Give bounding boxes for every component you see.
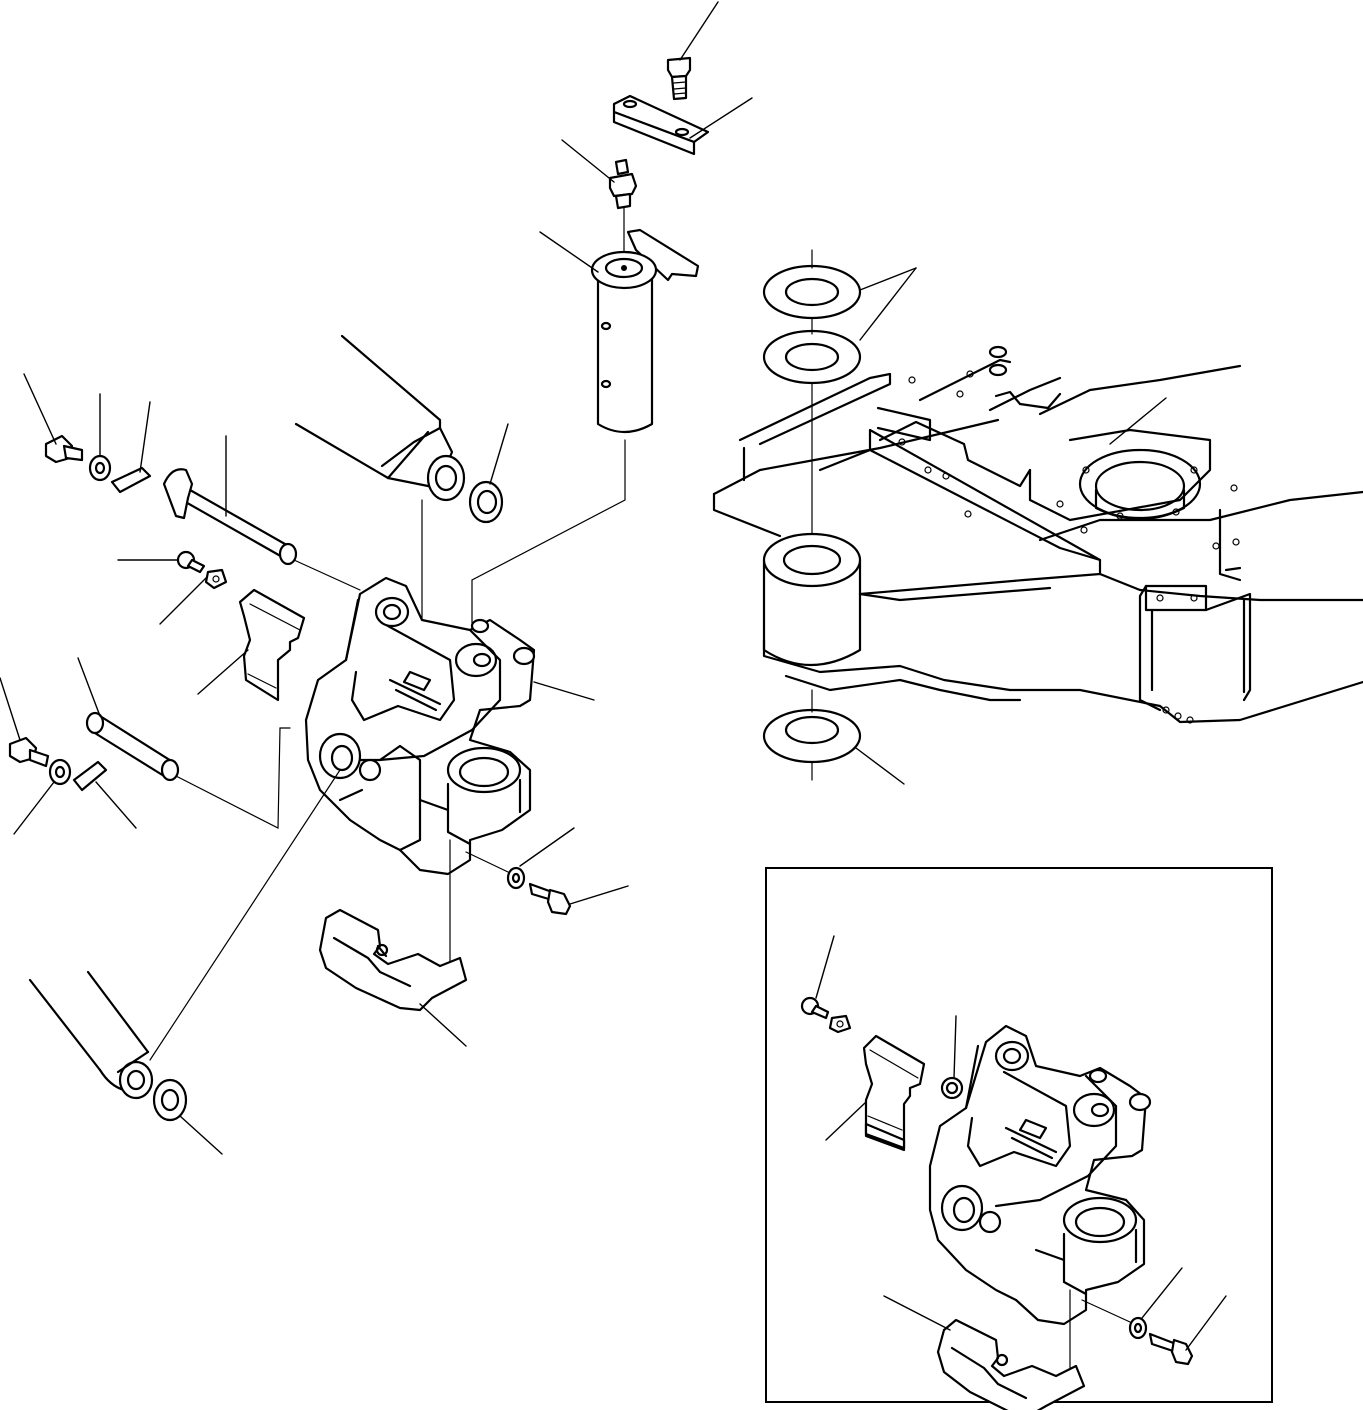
bolt-bracket	[530, 884, 570, 914]
inset-cover-plate	[864, 1036, 924, 1150]
thrust-washer-2	[764, 331, 860, 383]
boom-upper	[296, 336, 464, 500]
washer-cylinder	[154, 1080, 186, 1120]
inset-bolt-bracket	[1150, 1334, 1192, 1364]
leader-lines	[0, 2, 1166, 1154]
bolt-left-2	[10, 738, 48, 766]
washer-left-1	[90, 456, 110, 480]
cover-plate-left	[240, 590, 304, 700]
inset-view	[766, 868, 1272, 1410]
bolt-small	[178, 552, 204, 572]
lock-plate	[614, 96, 708, 154]
plate-left-1	[112, 468, 150, 492]
swing-bracket	[306, 578, 534, 874]
cylinder-pin	[87, 713, 178, 780]
thrust-washer-1	[764, 266, 860, 318]
nut-small	[206, 570, 226, 588]
washer-left-2	[50, 760, 70, 784]
inset-bolt	[802, 998, 828, 1018]
bolt-left-1	[46, 436, 82, 462]
inset-bracket	[930, 1026, 1150, 1324]
thrust-washer-3	[764, 710, 860, 762]
washer-upper	[470, 482, 502, 522]
inset-leader-lines	[816, 936, 1226, 1350]
guard-cover	[320, 910, 466, 1010]
inset-nut	[830, 1016, 850, 1032]
boom-cylinder	[30, 972, 152, 1098]
washer-bracket	[508, 868, 524, 888]
swing-pin	[592, 230, 698, 432]
inset-spacer	[942, 1078, 962, 1098]
inset-guard-cover	[938, 1320, 1084, 1410]
grease-fitting	[610, 160, 636, 208]
revolving-frame	[714, 347, 1363, 723]
plate-left-2	[74, 762, 106, 790]
inset-washer	[1130, 1318, 1146, 1338]
boom-pin	[164, 469, 296, 564]
top-bolt	[668, 58, 690, 99]
